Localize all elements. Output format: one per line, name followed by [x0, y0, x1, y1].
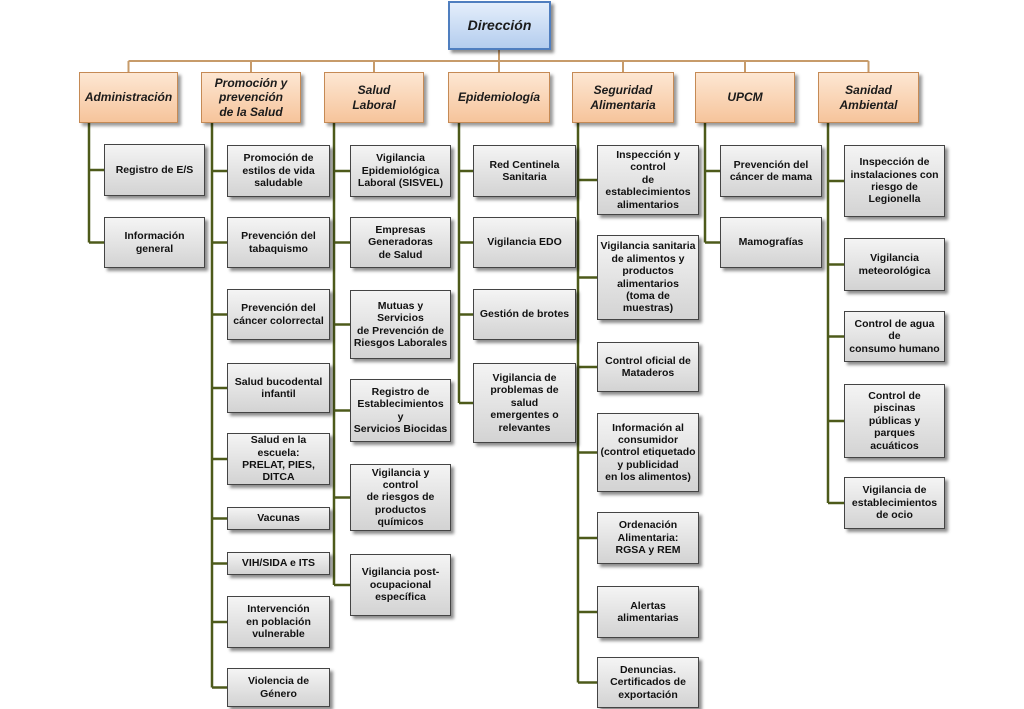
dept-4-item-0: Inspección y control de establecimientos… [597, 145, 699, 215]
dept-5-item-1: Mamografías [720, 217, 822, 268]
dept-4-item-6: Denuncias. Certificados de exportación [597, 657, 699, 708]
dept-4-item-1: Vigilancia sanitaria de alimentos y prod… [597, 235, 699, 320]
dept-1-item-6: VIH/SIDA e ITS [227, 552, 330, 575]
dept-4-item-5: Alertas alimentarias [597, 586, 699, 638]
dept-3-item-0: Red Centinela Sanitaria [473, 145, 576, 197]
dept-1-item-5: Vacunas [227, 507, 330, 530]
dept-6-box: Sanidad Ambiental [818, 72, 919, 123]
dept-4-item-3: Información al consumidor (control etiqu… [597, 413, 699, 492]
dept-6-item-1: Vigilancia meteorológica [844, 238, 945, 291]
dept-0-item-0: Registro de E/S [104, 144, 205, 196]
dept-2-item-1: Empresas Generadoras de Salud [350, 217, 451, 268]
dept-6-item-4: Vigilancia de establecimientos de ocio [844, 477, 945, 529]
dept-1-box: Promoción y prevención de la Salud [201, 72, 301, 123]
root-box-direccion: Dirección [448, 1, 551, 50]
dept-2-item-2: Mutuas y Servicios de Prevención de Ries… [350, 290, 451, 359]
dept-1-item-3: Salud bucodental infantil [227, 363, 330, 413]
dept-1-item-4: Salud en la escuela: PRELAT, PIES, DITCA [227, 433, 330, 485]
dept-5-item-0: Prevención del cáncer de mama [720, 145, 822, 197]
dept-4-box: Seguridad Alimentaria [572, 72, 674, 123]
dept-2-item-0: Vigilancia Epidemiológica Laboral (SISVE… [350, 145, 451, 197]
dept-6-item-2: Control de agua de consumo humano [844, 311, 945, 362]
dept-2-box: Salud Laboral [324, 72, 424, 123]
dept-3-item-2: Gestión de brotes [473, 289, 576, 340]
dept-1-item-8: Violencia de Género [227, 668, 330, 707]
dept-0-item-1: Información general [104, 217, 205, 268]
dept-2-item-4: Vigilancia y control de riesgos de produ… [350, 464, 451, 531]
dept-1-item-0: Promoción de estilos de vida saludable [227, 145, 330, 197]
dept-5-box: UPCM [695, 72, 795, 123]
dept-0-box: Administración [79, 72, 178, 123]
dept-3-item-1: Vigilancia EDO [473, 217, 576, 268]
dept-1-item-1: Prevención del tabaquismo [227, 217, 330, 268]
dept-4-item-4: Ordenación Alimentaria: RGSA y REM [597, 512, 699, 564]
dept-2-item-5: Vigilancia post- ocupacional específica [350, 554, 451, 616]
dept-1-item-7: Intervención en población vulnerable [227, 596, 330, 648]
dept-6-item-0: Inspección de instalaciones con riesgo d… [844, 145, 945, 217]
dept-3-box: Epidemiología [448, 72, 550, 123]
dept-6-item-3: Control de piscinas públicas y parques a… [844, 384, 945, 458]
dept-1-item-2: Prevención del cáncer colorrectal [227, 289, 330, 340]
dept-2-item-3: Registro de Establecimientos y Servicios… [350, 379, 451, 442]
dept-3-item-3: Vigilancia de problemas de salud emergen… [473, 363, 576, 443]
dept-4-item-2: Control oficial de Mataderos [597, 342, 699, 392]
